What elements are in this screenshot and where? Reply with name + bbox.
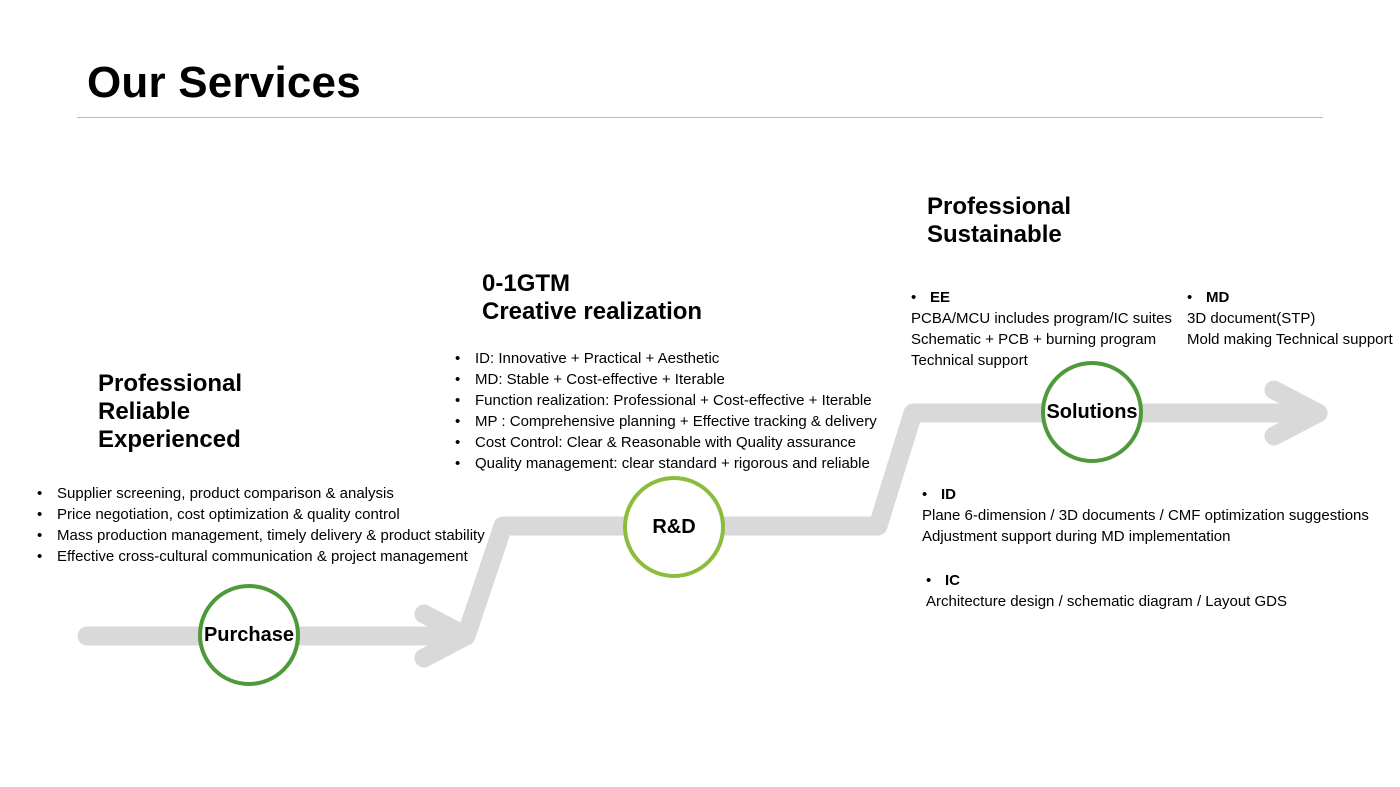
id-heading: ID (922, 484, 1369, 505)
id-line: Plane 6-dimension / 3D documents / CMF o… (922, 507, 1369, 524)
ic-line: Architecture design / schematic diagram … (926, 593, 1287, 610)
page-title: Our Services (87, 58, 361, 107)
id-line: Adjustment support during MD implementat… (922, 528, 1231, 545)
solutions-heading: Professional Sustainable (927, 193, 1071, 249)
md-line: 3D document(STP) (1187, 310, 1316, 327)
list-item: MD: Stable + Cost-effective + Iterable (455, 369, 877, 390)
list-item: Effective cross-cultural communication &… (37, 546, 485, 567)
solutions-id-block: ID Plane 6-dimension / 3D documents / CM… (922, 484, 1369, 547)
arrow-head-purchase-icon (414, 604, 476, 668)
rnd-heading-line: 0-1GTM (482, 270, 571, 297)
rnd-heading-line: Creative realization (482, 298, 703, 325)
node-rnd-label: R&D (652, 516, 696, 538)
solutions-md-block: MD 3D document(STP) Mold making Technica… (1187, 287, 1393, 350)
md-heading: MD (1187, 287, 1393, 308)
list-item: Supplier screening, product comparison &… (37, 483, 485, 504)
purchase-heading-line: Experienced (98, 426, 241, 453)
list-item: Function realization: Professional + Cos… (455, 390, 877, 411)
ee-line: Technical support (911, 352, 1028, 369)
list-item: Cost Control: Clear & Reasonable with Qu… (455, 432, 877, 453)
list-item: MP : Comprehensive planning + Effective … (455, 411, 877, 432)
ee-heading: EE (911, 287, 1172, 308)
ic-heading: IC (926, 570, 1287, 591)
purchase-heading: Professional Reliable Experienced (98, 370, 242, 454)
list-item: Mass production management, timely deliv… (37, 525, 485, 546)
list-item: ID: Innovative + Practical + Aesthetic (455, 348, 877, 369)
ee-line: PCBA/MCU includes program/IC suites (911, 310, 1172, 327)
solutions-heading-line: Sustainable (927, 221, 1062, 248)
solutions-ee-block: EE PCBA/MCU includes program/IC suites S… (911, 287, 1172, 371)
node-purchase-ring (198, 584, 300, 686)
purchase-heading-line: Professional (98, 370, 243, 397)
node-purchase-label: Purchase (203, 624, 295, 646)
md-line: Mold making Technical support (1187, 331, 1393, 348)
list-item: Price negotiation, cost optimization & q… (37, 504, 485, 525)
title-divider (77, 117, 1323, 118)
ee-line: Schematic + PCB + burning program (911, 331, 1157, 348)
node-solutions-label: Solutions (1046, 401, 1138, 423)
purchase-bullet-list: Supplier screening, product comparison &… (37, 483, 485, 567)
solutions-ic-block: IC Architecture design / schematic diagr… (926, 570, 1287, 612)
purchase-heading-line: Reliable (98, 398, 191, 425)
node-solutions-ring (1041, 361, 1143, 463)
list-item: Quality management: clear standard + rig… (455, 453, 877, 474)
rnd-heading: 0-1GTM Creative realization (482, 270, 702, 326)
solutions-heading-line: Professional (927, 193, 1072, 220)
rnd-bullet-list: ID: Innovative + Practical + Aesthetic M… (455, 348, 877, 474)
node-rnd-ring (623, 476, 725, 578)
